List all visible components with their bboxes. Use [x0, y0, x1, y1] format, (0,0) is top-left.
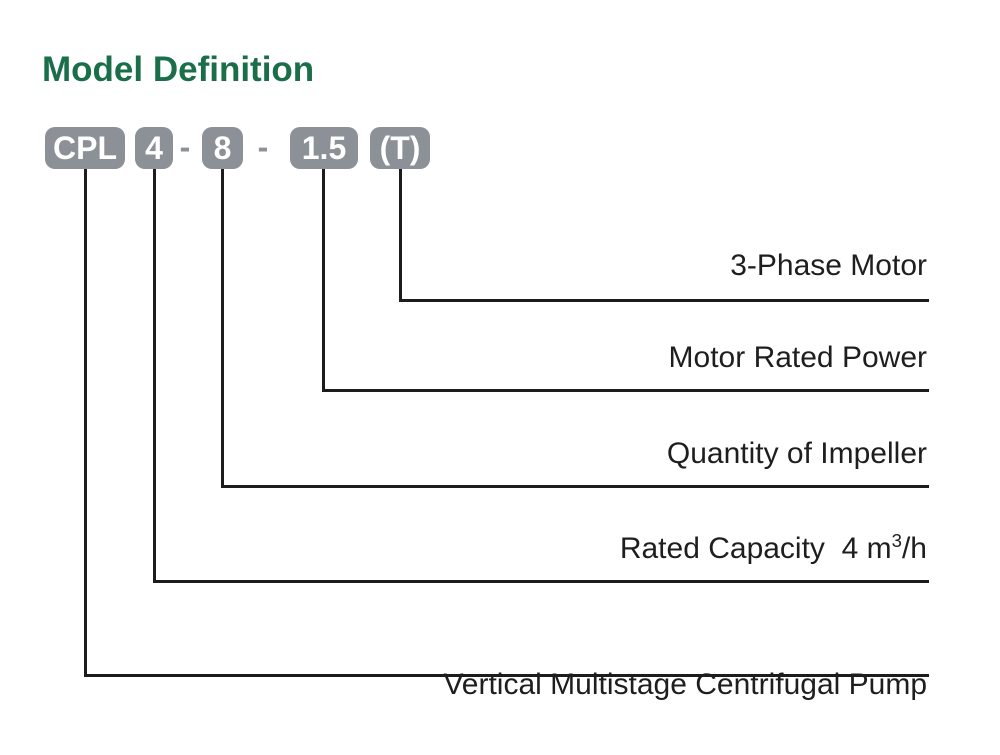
page-title: Model Definition — [42, 50, 315, 89]
model-code-box-phase: (T) — [370, 127, 430, 169]
model-code-box-impellers: 8 — [202, 127, 243, 169]
connector-series-horizontal — [84, 674, 929, 677]
connector-capacity-vertical — [153, 169, 156, 583]
model-code-box-power: 1.5 — [290, 127, 358, 169]
callout-label-rated-capacity: Rated Capacity 4 m3/h — [620, 531, 927, 567]
callout-label-quantity-of-impeller: Quantity of Impeller — [666, 437, 927, 470]
model-code-separator: - — [179, 129, 191, 165]
callout-label-pump-type: Vertical Multistage Centrifugal Pump (Bo… — [443, 595, 927, 755]
rated-capacity-unit-tail: /h — [901, 532, 927, 565]
connector-phase-vertical — [399, 169, 402, 302]
connector-impellers-horizontal — [221, 485, 929, 488]
connector-series-vertical — [84, 169, 87, 677]
connector-power-horizontal — [322, 389, 929, 392]
connector-phase-horizontal — [399, 299, 929, 302]
connector-power-vertical — [322, 169, 325, 392]
pump-type-line-1: Vertical Multistage Centrifugal Pump — [443, 668, 927, 701]
connector-impellers-vertical — [221, 169, 224, 488]
callout-label-motor-rated-power: Motor Rated Power — [668, 341, 927, 374]
model-code-separator: - — [257, 129, 269, 165]
rated-capacity-text: Rated Capacity 4 m — [619, 532, 892, 565]
callout-label-3-phase-motor: 3-Phase Motor — [730, 249, 927, 282]
model-code-box-series: CPL — [45, 127, 125, 169]
model-code-box-capacity: 4 — [135, 127, 173, 169]
rated-capacity-superscript: 3 — [891, 530, 902, 551]
connector-capacity-horizontal — [153, 580, 929, 583]
